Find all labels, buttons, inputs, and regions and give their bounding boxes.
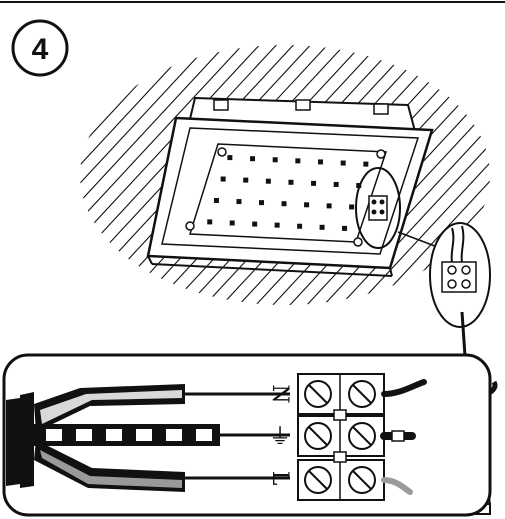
hatch-line — [326, 45, 490, 305]
led-dot — [349, 204, 355, 210]
terminal-detail-circle — [355, 167, 401, 249]
led-dot — [326, 203, 332, 209]
led-dot — [272, 157, 278, 163]
led-dot — [311, 180, 317, 186]
terminal-screws — [304, 380, 376, 494]
led-dot — [295, 158, 301, 164]
hatch-line — [80, 45, 129, 305]
hatch-line — [80, 45, 231, 305]
terminal-screw — [304, 466, 332, 494]
board-screws — [185, 147, 386, 247]
terminal-screw — [348, 466, 376, 494]
hatch-line — [80, 45, 197, 305]
hatch-line — [343, 45, 490, 305]
hatch-line — [360, 45, 490, 305]
led-dot — [318, 159, 324, 165]
led-dot — [342, 225, 348, 231]
hatch-line — [80, 45, 163, 305]
step-number: 4 — [32, 33, 49, 66]
step-badge: 4 — [11, 19, 69, 77]
hatch-line — [0, 40, 60, 320]
wiring-detail-panel: N ⏚ L — [2, 353, 492, 517]
terminal-zoom-inset — [429, 222, 491, 328]
terminal-label-l: L — [267, 471, 292, 486]
led-dot — [297, 223, 303, 229]
led-dot — [236, 199, 242, 205]
hatch-line — [80, 45, 282, 305]
led-dot — [229, 220, 235, 226]
hatch-line — [0, 40, 77, 320]
hatch-line — [80, 45, 180, 305]
led-dot — [213, 197, 219, 203]
hatch-line — [80, 45, 214, 305]
led-dot — [274, 222, 280, 228]
neutral-wire — [34, 384, 290, 432]
earth-symbol-icon: ⏚ — [269, 425, 291, 450]
earth-stripe — [196, 429, 212, 441]
earth-stripe — [166, 429, 182, 441]
hatch-line — [80, 45, 112, 305]
led-dot — [281, 201, 287, 207]
hatch-line — [497, 40, 505, 320]
led-dot — [252, 221, 258, 227]
terminal-screw — [304, 422, 332, 450]
luminaire-housing — [146, 96, 434, 277]
terminal-screw — [348, 422, 376, 450]
led-dot — [340, 160, 346, 166]
led-dot — [207, 219, 213, 225]
terminal-screw — [348, 380, 376, 408]
led-dot — [265, 178, 271, 184]
led-dot — [363, 161, 369, 167]
terminal-label-n: N — [267, 384, 292, 403]
led-dot — [304, 202, 310, 208]
live-wire — [34, 440, 290, 492]
earth-stripe — [46, 429, 62, 441]
hatch-line — [80, 45, 146, 305]
led-dot — [319, 224, 325, 230]
zoom-leader-line — [397, 231, 441, 249]
hatch-line — [80, 45, 248, 305]
led-dot — [288, 179, 294, 185]
supply-wires — [380, 379, 427, 495]
hatch-line — [80, 45, 265, 305]
led-dot — [220, 176, 226, 182]
earth-stripe — [106, 429, 122, 441]
led-dot — [227, 155, 233, 161]
earth-stripe — [76, 429, 92, 441]
led-dot — [333, 181, 339, 187]
led-dot — [259, 200, 265, 206]
earth-wire — [34, 424, 290, 446]
terminal-screw — [304, 380, 332, 408]
led-dot — [250, 156, 256, 162]
earth-stripe — [136, 429, 152, 441]
led-dot — [243, 177, 249, 183]
hatch-line — [80, 45, 95, 305]
